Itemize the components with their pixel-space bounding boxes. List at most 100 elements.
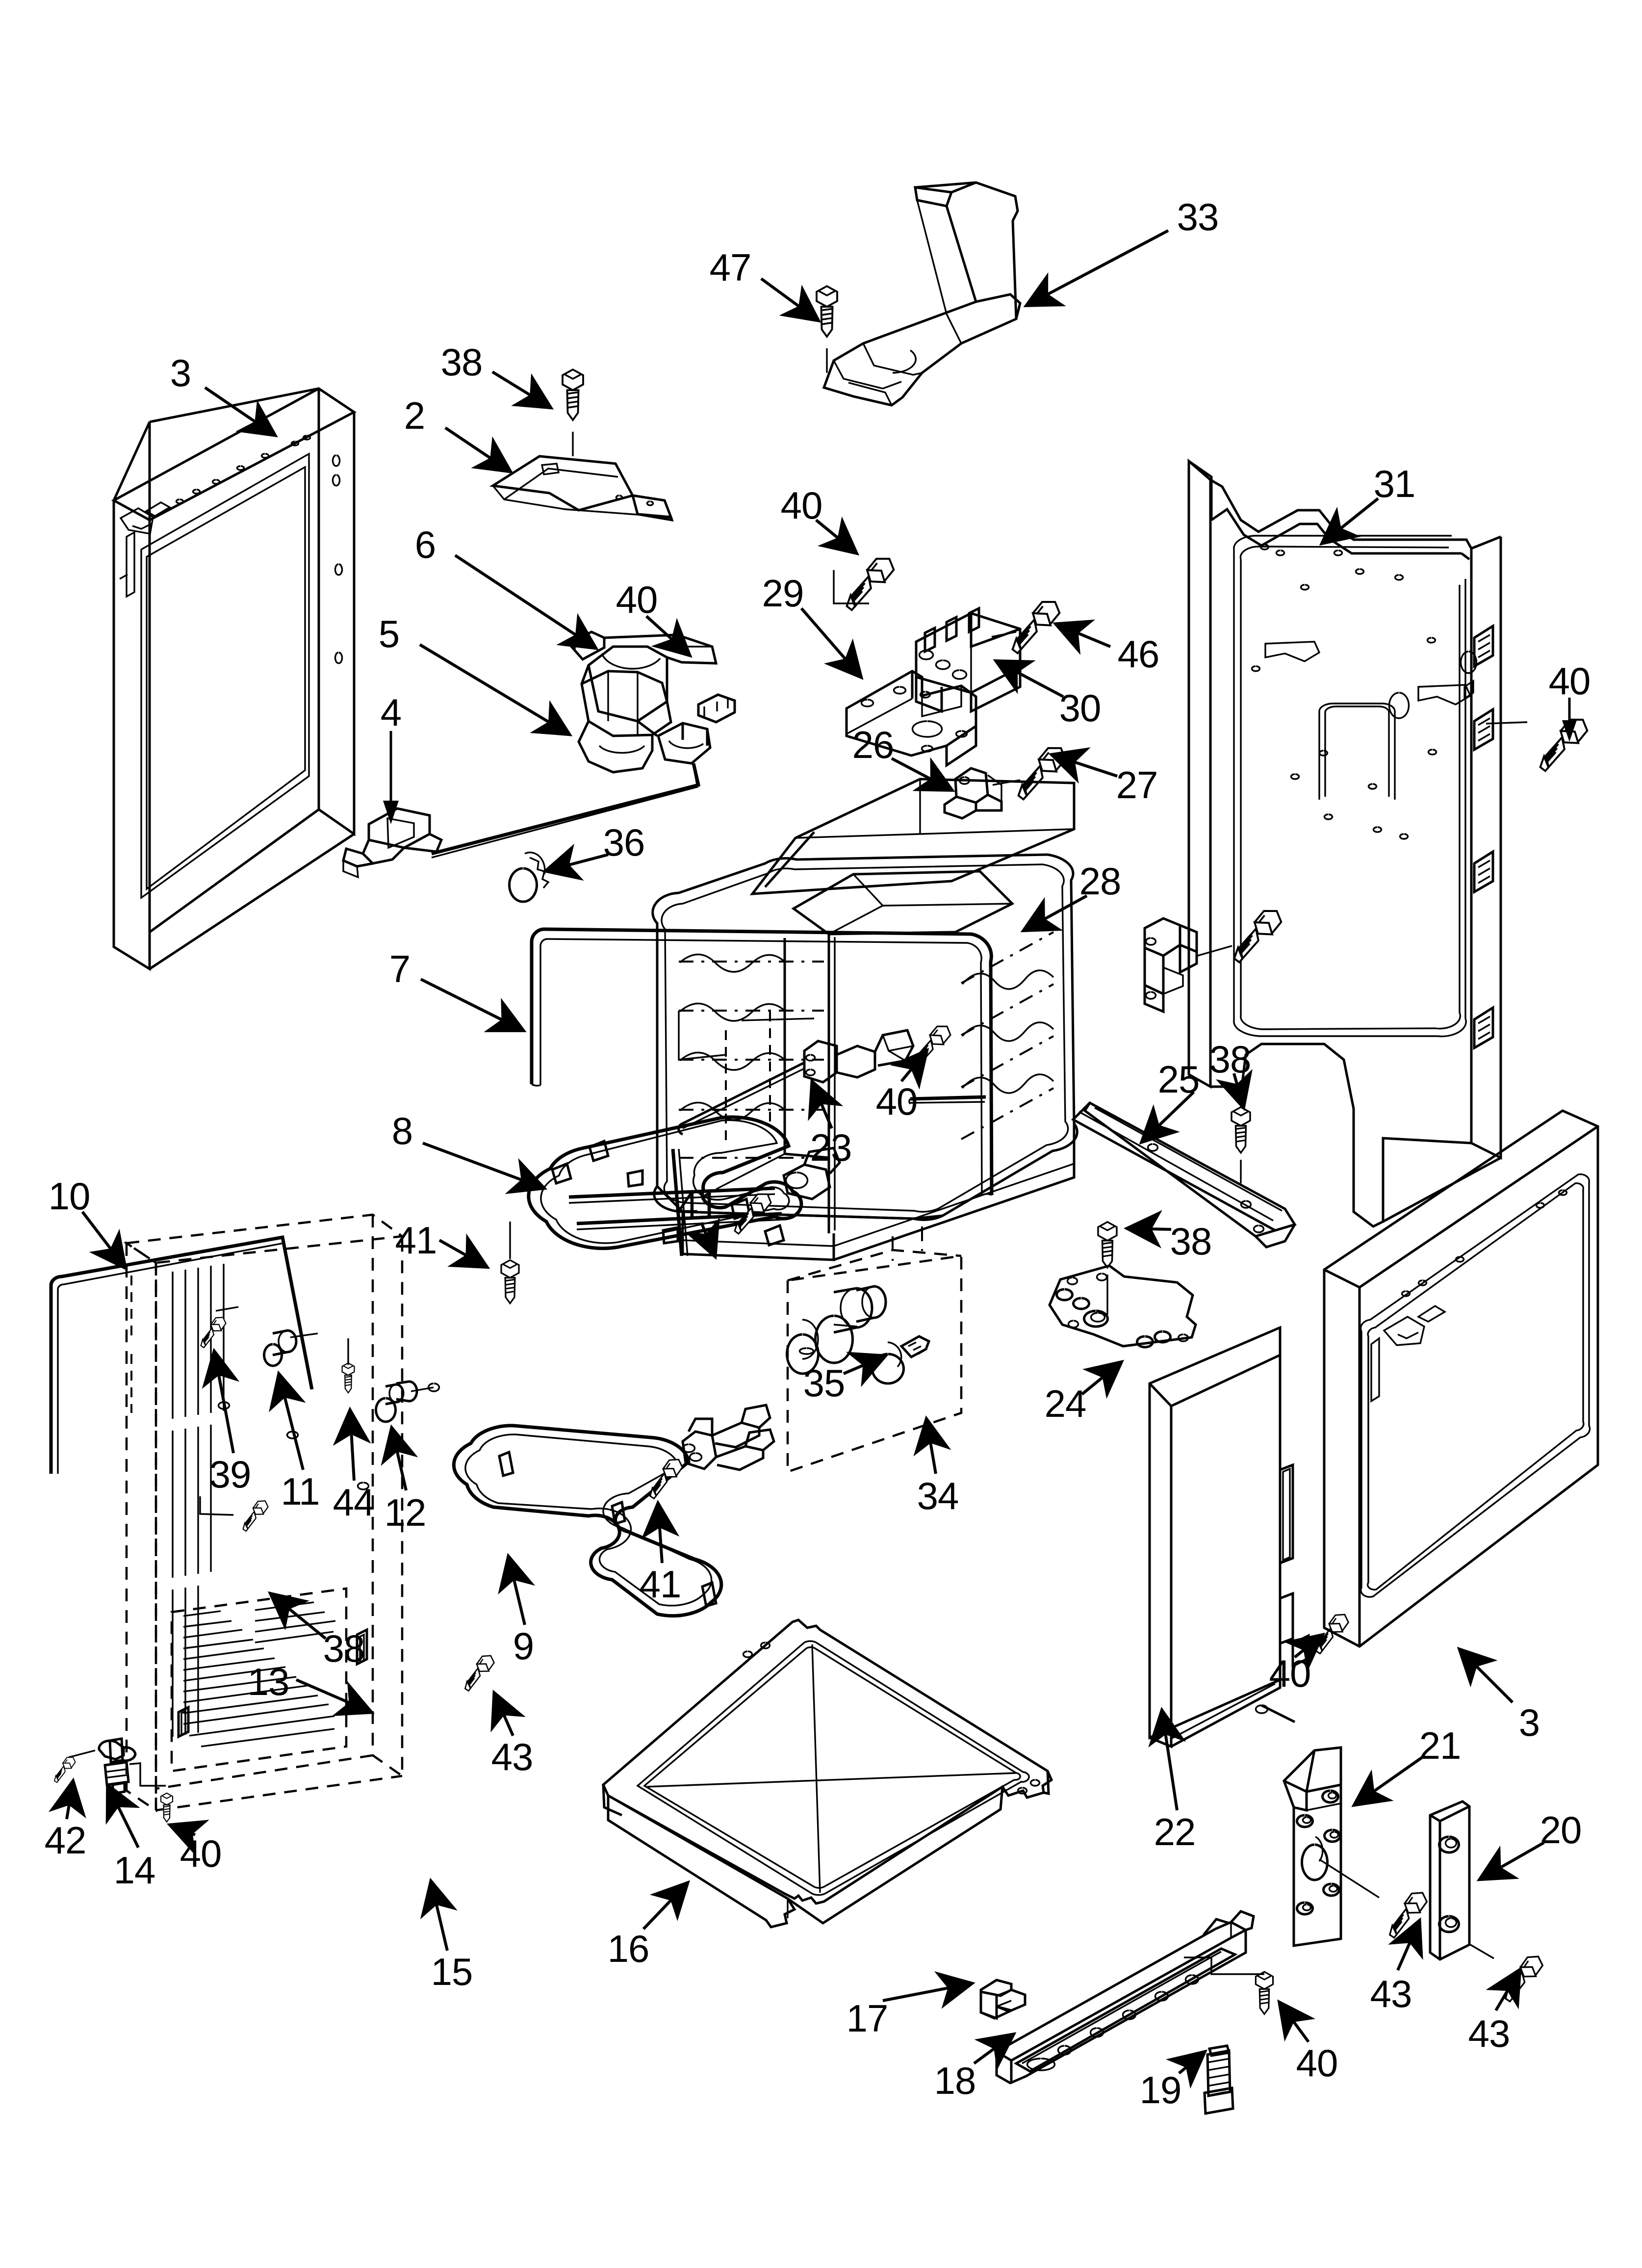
callout-5: 5	[378, 612, 400, 655]
callout-16: 16	[607, 1927, 650, 1970]
part-5-capillary-tube	[431, 763, 701, 856]
part-12-grommet	[375, 1380, 418, 1423]
assembly-dash-46	[991, 631, 1017, 638]
callout-47: 47	[709, 246, 752, 289]
part-40-screw-side-panel	[1305, 1611, 1356, 1656]
callout-34: 34	[917, 1474, 959, 1517]
callout-36: 36	[603, 821, 645, 864]
callout-23: 23	[810, 1126, 852, 1169]
callout-38: 38	[1209, 1038, 1252, 1081]
callout-4: 4	[380, 691, 402, 734]
part-9-bake-element	[452, 1404, 775, 1618]
part-7-heat-shield-wire	[530, 927, 994, 1196]
part-27-screw-latch-catch	[1005, 742, 1075, 802]
part-38-screw-panel	[234, 1498, 274, 1533]
callout-14: 14	[113, 1849, 156, 1892]
part-10-wire-rail	[49, 1235, 314, 1474]
callout-20: 20	[1539, 1808, 1582, 1851]
assembly-dash-21	[1319, 1858, 1380, 1899]
callout-43: 43	[491, 1735, 534, 1778]
part-43-screw-hinge	[1377, 1888, 1436, 1940]
callout-40: 40	[1548, 659, 1591, 703]
part-4-wire-clip	[342, 807, 443, 879]
part-40-screw-leg-bottom	[1255, 1971, 1274, 2015]
callout-19: 19	[1139, 2068, 1182, 2112]
assembly-dash-40-rear	[1486, 721, 1528, 725]
callout-12: 12	[384, 1491, 427, 1534]
callout-11: 11	[281, 1470, 320, 1513]
callout-18: 18	[934, 2059, 976, 2102]
callout-38: 38	[323, 1627, 365, 1670]
callout-43: 43	[1370, 1972, 1412, 2015]
part-41-screw-broil-b	[500, 1259, 520, 1304]
part-3-door-frame-bottom	[1323, 1109, 1599, 1648]
part-16-oven-bottom-panel	[601, 1618, 1053, 1929]
callout-41: 41	[677, 1184, 719, 1227]
assembly-dash-12	[410, 1386, 434, 1392]
part-28-terminal-bracket	[1143, 917, 1198, 1014]
callout-38: 38	[1170, 1220, 1212, 1263]
callout-21: 21	[1419, 1724, 1462, 1767]
part-6-oven-thermostat	[567, 630, 736, 774]
callout-40: 40	[616, 578, 658, 621]
part-44-screw	[341, 1362, 355, 1394]
part-20-strike-plate	[1429, 1800, 1471, 1961]
assembly-dash-14	[129, 1762, 166, 1787]
callout-31: 31	[1373, 462, 1416, 505]
part-18-drawer-slide-rail	[995, 1910, 1255, 2085]
callout-9: 9	[513, 1624, 534, 1668]
callout-3: 3	[1518, 1701, 1540, 1744]
part-36-cap-plug	[508, 851, 550, 903]
callout-40: 40	[1269, 1652, 1311, 1695]
callout-46: 46	[1117, 632, 1160, 676]
part-38-screw-terminal-bracket	[1221, 905, 1290, 965]
part-42-screw	[47, 1754, 80, 1784]
callout-38: 38	[440, 340, 483, 384]
assembly-dash-38-panel	[199, 1496, 234, 1516]
part-38-screw-plate	[1097, 1221, 1118, 1269]
callout-15: 15	[431, 1950, 473, 1993]
part-23-oven-sensor	[677, 1029, 915, 1136]
callout-22: 22	[1154, 1810, 1196, 1853]
callout-25: 25	[1157, 1058, 1200, 1101]
callout-44: 44	[333, 1481, 375, 1524]
part-14-leg-stud	[98, 1737, 137, 1795]
callout-26: 26	[852, 723, 895, 766]
callout-3: 3	[170, 351, 191, 394]
part-38-screw-vent	[562, 368, 584, 421]
assembly-dash-29	[833, 570, 869, 604]
assembly-dash-20	[1470, 1944, 1494, 1959]
part-26-latch-catch	[943, 767, 1003, 820]
part-25-brace-bracket	[1071, 1101, 1297, 1249]
part-41-screw-bake	[639, 1456, 690, 1501]
part-19-leveling-leg	[1203, 2044, 1234, 2115]
callout-8: 8	[391, 1109, 413, 1152]
callout-35: 35	[803, 1361, 846, 1405]
part-34-light-area	[786, 1249, 963, 1474]
assembly-dash-19	[1184, 1956, 1264, 1975]
callout-7: 7	[389, 947, 410, 991]
callout-30: 30	[1059, 686, 1102, 730]
callout-42: 42	[44, 1819, 87, 1862]
callout-40: 40	[875, 1080, 918, 1123]
part-40-screw-leg	[160, 1792, 174, 1823]
callout-29: 29	[762, 572, 804, 615]
part-2-vent-trim	[489, 455, 674, 522]
part-30-terminal-block	[915, 606, 1022, 714]
callout-2: 2	[404, 394, 425, 437]
callout-43: 43	[1468, 2012, 1511, 2055]
part-38-screw-brace	[1231, 1106, 1251, 1154]
part-24-mounting-plate	[1048, 1264, 1197, 1349]
assembly-dash-11	[290, 1332, 318, 1338]
part-43-screw-strike	[1492, 1952, 1552, 2004]
callout-41: 41	[639, 1563, 682, 1606]
callout-40: 40	[180, 1832, 222, 1875]
part-21-hinge-bracket	[1283, 1746, 1342, 1947]
part-29-terminal-support	[845, 670, 977, 768]
callout-10: 10	[48, 1174, 91, 1218]
part-17-clip-bracket	[979, 1979, 1026, 2020]
callout-41: 41	[395, 1219, 437, 1262]
callout-24: 24	[1044, 1382, 1087, 1425]
leader-lines	[48, 229, 1577, 2089]
